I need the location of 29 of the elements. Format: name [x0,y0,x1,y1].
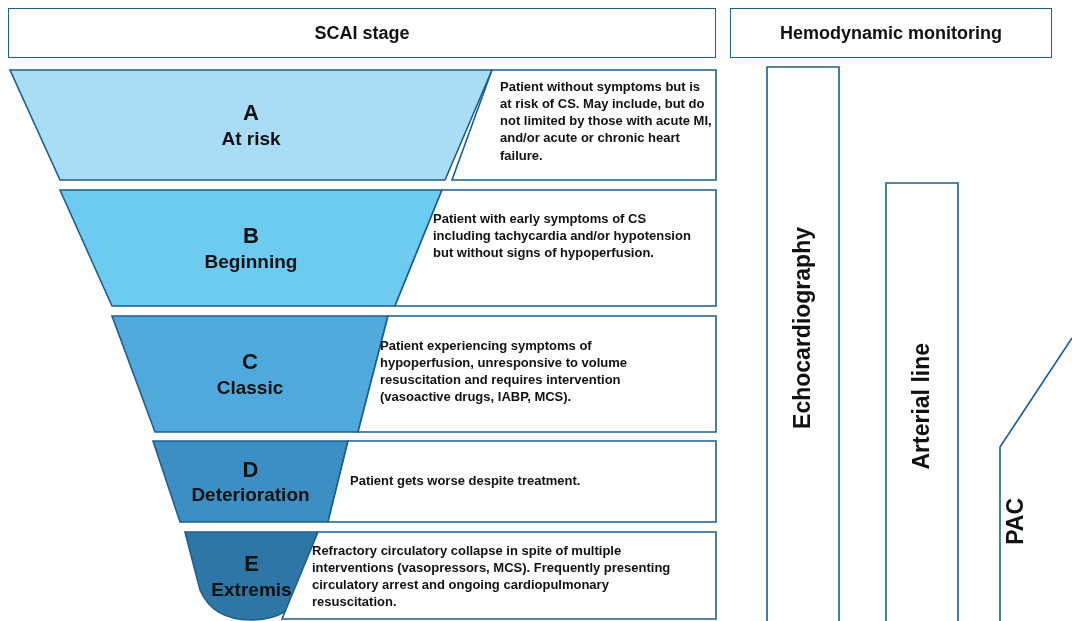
description-text: Patient experiencing symptoms of hypoperfusion, unresponsive to volume resuscitation and requires intervention (vasoactive drugs, IABP, MCS). [380,337,629,406]
description-text: Patient without symptoms but is at risk of CS. May include, but do not limited by those with acute MI, and/or acute or chronic heart failure. [500,78,712,164]
stage-letter: E [244,550,259,578]
stage-letter: C [242,348,258,376]
stage-name: Classic [216,375,284,400]
description-box [328,441,716,522]
funnel-segment [153,441,348,522]
stage-name: Beginning [204,249,298,274]
stage-name: Extremis [211,577,292,602]
monitoring-bar [1000,338,1072,621]
bar-label: Arterial line [908,343,935,470]
description-text: Patient with early symptoms of CS including tachycardia and/or hypotension but without signs of hypoperfusion. [433,210,692,262]
description-text: Patient gets worse despite treatment. [350,472,582,490]
description-box [358,316,716,432]
stage-letter: B [243,222,259,250]
stage-letter: A [243,99,259,127]
bar-label: PAC [1002,498,1029,545]
stage-name: At risk [221,126,281,151]
stage-letter: D [242,455,259,484]
bar-label: Echocardiography [789,227,816,429]
description-box [452,70,716,180]
column-header: SCAI stage [8,8,716,58]
monitoring-bar [767,67,839,621]
funnel-segment [10,70,492,180]
monitoring-bar [886,183,958,621]
column-header: Hemodynamic monitoring [730,8,1052,58]
description-box [395,190,716,306]
description-text: Refractory circulatory collapse in spite of multiple interventions (vasopressors, MCS). Frequently presenting circulatory arrest and ongoing cardiopulmonary resuscitation. [312,542,672,611]
stage-name: Deterioration [191,483,310,508]
